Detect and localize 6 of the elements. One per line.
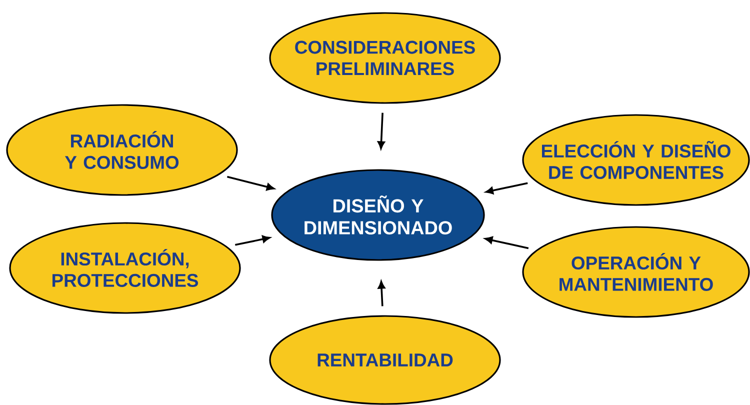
arrow bbox=[378, 281, 386, 306]
arrow bbox=[484, 236, 529, 250]
arrow bbox=[378, 112, 385, 149]
arrow bbox=[226, 176, 274, 191]
arrow bbox=[234, 235, 270, 246]
arrow bbox=[486, 182, 528, 194]
